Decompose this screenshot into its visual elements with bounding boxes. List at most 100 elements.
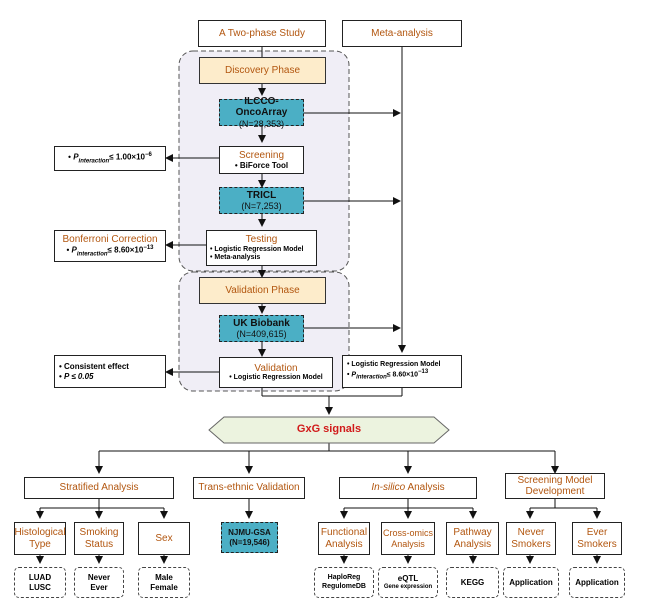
- validation-step-item-text: Logistic Regression Model: [233, 374, 323, 382]
- meta-result-item-1-text: Logistic Regression Model: [351, 361, 441, 369]
- njmu-gsa-box: NJMU-GSA (N=19,546): [221, 522, 278, 553]
- smoke-value-2: Ever: [90, 582, 108, 592]
- bonferroni-title: Bonferroni Correction: [62, 233, 158, 245]
- screening-label: Screening: [238, 149, 285, 161]
- screening-threshold-box: • Pinteraction≤ 1.00×10−6: [54, 146, 166, 171]
- tricl-n: (N=7,253): [241, 201, 282, 212]
- testing-box: Testing • Logistic Regression Model • Me…: [206, 230, 317, 266]
- meta-result-item-1: • Logistic Regression Model: [347, 361, 441, 369]
- njmu-n: (N=19,546): [229, 537, 270, 547]
- sex-value-1: Male: [155, 573, 173, 583]
- consistent-item-2: • P ≤ 0.05: [59, 371, 94, 381]
- threshold1-p: P: [73, 152, 79, 162]
- histo-line1: Histological: [14, 527, 66, 538]
- in-silico-label: In-silico Analysis: [371, 482, 444, 494]
- bonferroni-box: Bonferroni Correction • Pinteraction≤ 8.…: [54, 230, 166, 262]
- pathway-line2: Analysis: [453, 538, 492, 550]
- functional-line2: Analysis: [325, 538, 363, 550]
- validation-phase-label: Validation Phase: [225, 284, 300, 296]
- meta-result-rest: ≤ 8.60×10: [386, 371, 419, 379]
- ilcco-n: (N=28,353): [238, 118, 285, 129]
- meta-analysis-label: Meta-analysis: [371, 27, 433, 39]
- ilcco-dataset-box: ILCCO-OncoArray (N=28,353): [219, 95, 304, 129]
- consistent-item-1: • Consistent effect: [59, 362, 129, 372]
- ilcco-name: ILCCO-OncoArray: [235, 95, 288, 119]
- gxg-signals-shape: [208, 416, 450, 444]
- smoke-line2: Status: [84, 538, 114, 550]
- sex-label: Sex: [155, 532, 173, 544]
- meta-result-exp: −13: [418, 369, 429, 376]
- never-line1: Never: [517, 527, 545, 538]
- sex-box: Sex: [138, 522, 190, 555]
- screening-model-line2: Development: [525, 486, 585, 497]
- bonferroni-sub: interaction: [76, 251, 108, 258]
- screening-model-line1: Screening Model: [517, 474, 593, 486]
- in-silico-rest: Analysis: [405, 482, 445, 494]
- histo-value-1: LUAD: [28, 573, 52, 583]
- discovery-phase-label: Discovery Phase: [224, 64, 301, 76]
- cross-value-2: Gene expression: [383, 583, 433, 590]
- trans-ethnic-box: Trans-ethnic Validation: [193, 477, 305, 499]
- in-silico-italic: In-silico: [371, 482, 406, 494]
- cross-line1: Cross-omics: [382, 528, 433, 539]
- screening-tool-text: BiForce Tool: [239, 161, 289, 171]
- functional-line1: Functional: [320, 527, 368, 538]
- validation-phase-box: Validation Phase: [199, 277, 326, 304]
- screening-box: Screening • BiForce Tool: [219, 146, 304, 174]
- validation-step-label: Validation: [254, 362, 298, 374]
- meta-result-item-2: • Pinteraction≤ 8.60×10−13: [347, 369, 429, 381]
- pathway-value-1: KEGG: [460, 577, 485, 587]
- ever-application-box: Application: [569, 567, 625, 598]
- study-title: A Two-phase Study: [219, 27, 305, 39]
- testing-item-1-text: Logistic Regression Model: [214, 245, 304, 253]
- never-application: Application: [509, 577, 553, 587]
- screening-threshold: • Pinteraction≤ 1.00×10−6: [68, 151, 152, 165]
- bonferroni-p: P: [71, 245, 77, 255]
- threshold1-sub: interaction: [78, 158, 110, 165]
- never-line2: Smokers: [511, 538, 551, 550]
- testing-item-2: • Meta-analysis: [210, 253, 261, 261]
- ever-application: Application: [575, 577, 619, 587]
- meta-result-p: P: [351, 371, 357, 379]
- ukbiobank-dataset-box: UK Biobank (N=409,615): [219, 315, 304, 342]
- functional-value-2: RegulomeDB: [322, 582, 366, 590]
- tricl-dataset-box: TRICL (N=7,253): [219, 187, 304, 214]
- histo-line2: Type: [29, 538, 51, 550]
- meta-analysis-box: Meta-analysis: [342, 20, 462, 47]
- meta-result-box: • Logistic Regression Model • Pinteracti…: [342, 355, 462, 388]
- validation-step-box: Validation • Logistic Regression Model: [219, 357, 333, 388]
- trans-label: Trans-ethnic Validation: [198, 482, 300, 494]
- testing-item-1: • Logistic Regression Model: [210, 245, 304, 253]
- bonferroni-threshold: • Pinteraction≤ 8.60×10−13: [66, 245, 154, 258]
- cross-value-1: eQTL: [397, 574, 419, 584]
- ukbiobank-name: UK Biobank: [233, 317, 290, 329]
- njmu-name: NJMU-GSA: [228, 528, 271, 538]
- consistent-effect-box: • Consistent effect • P ≤ 0.05: [54, 355, 166, 388]
- consistent-item-2-text: P ≤ 0.05: [64, 371, 94, 381]
- pathway-values-box: KEGG: [446, 567, 499, 598]
- stratified-label: Stratified Analysis: [59, 482, 139, 494]
- discovery-phase-box: Discovery Phase: [199, 57, 326, 84]
- smoke-value-1: Never: [87, 573, 111, 583]
- ever-line1: Ever: [586, 527, 608, 538]
- in-silico-box: In-silico Analysis: [339, 477, 477, 499]
- stratified-analysis-box: Stratified Analysis: [24, 477, 174, 499]
- gxg-signals-label: GxG signals: [296, 423, 362, 435]
- pathway-line1: Pathway: [453, 527, 492, 538]
- ukbiobank-n: (N=409,615): [236, 329, 287, 340]
- testing-label: Testing: [245, 234, 278, 246]
- consistent-item-1-text: Consistent effect: [64, 362, 129, 372]
